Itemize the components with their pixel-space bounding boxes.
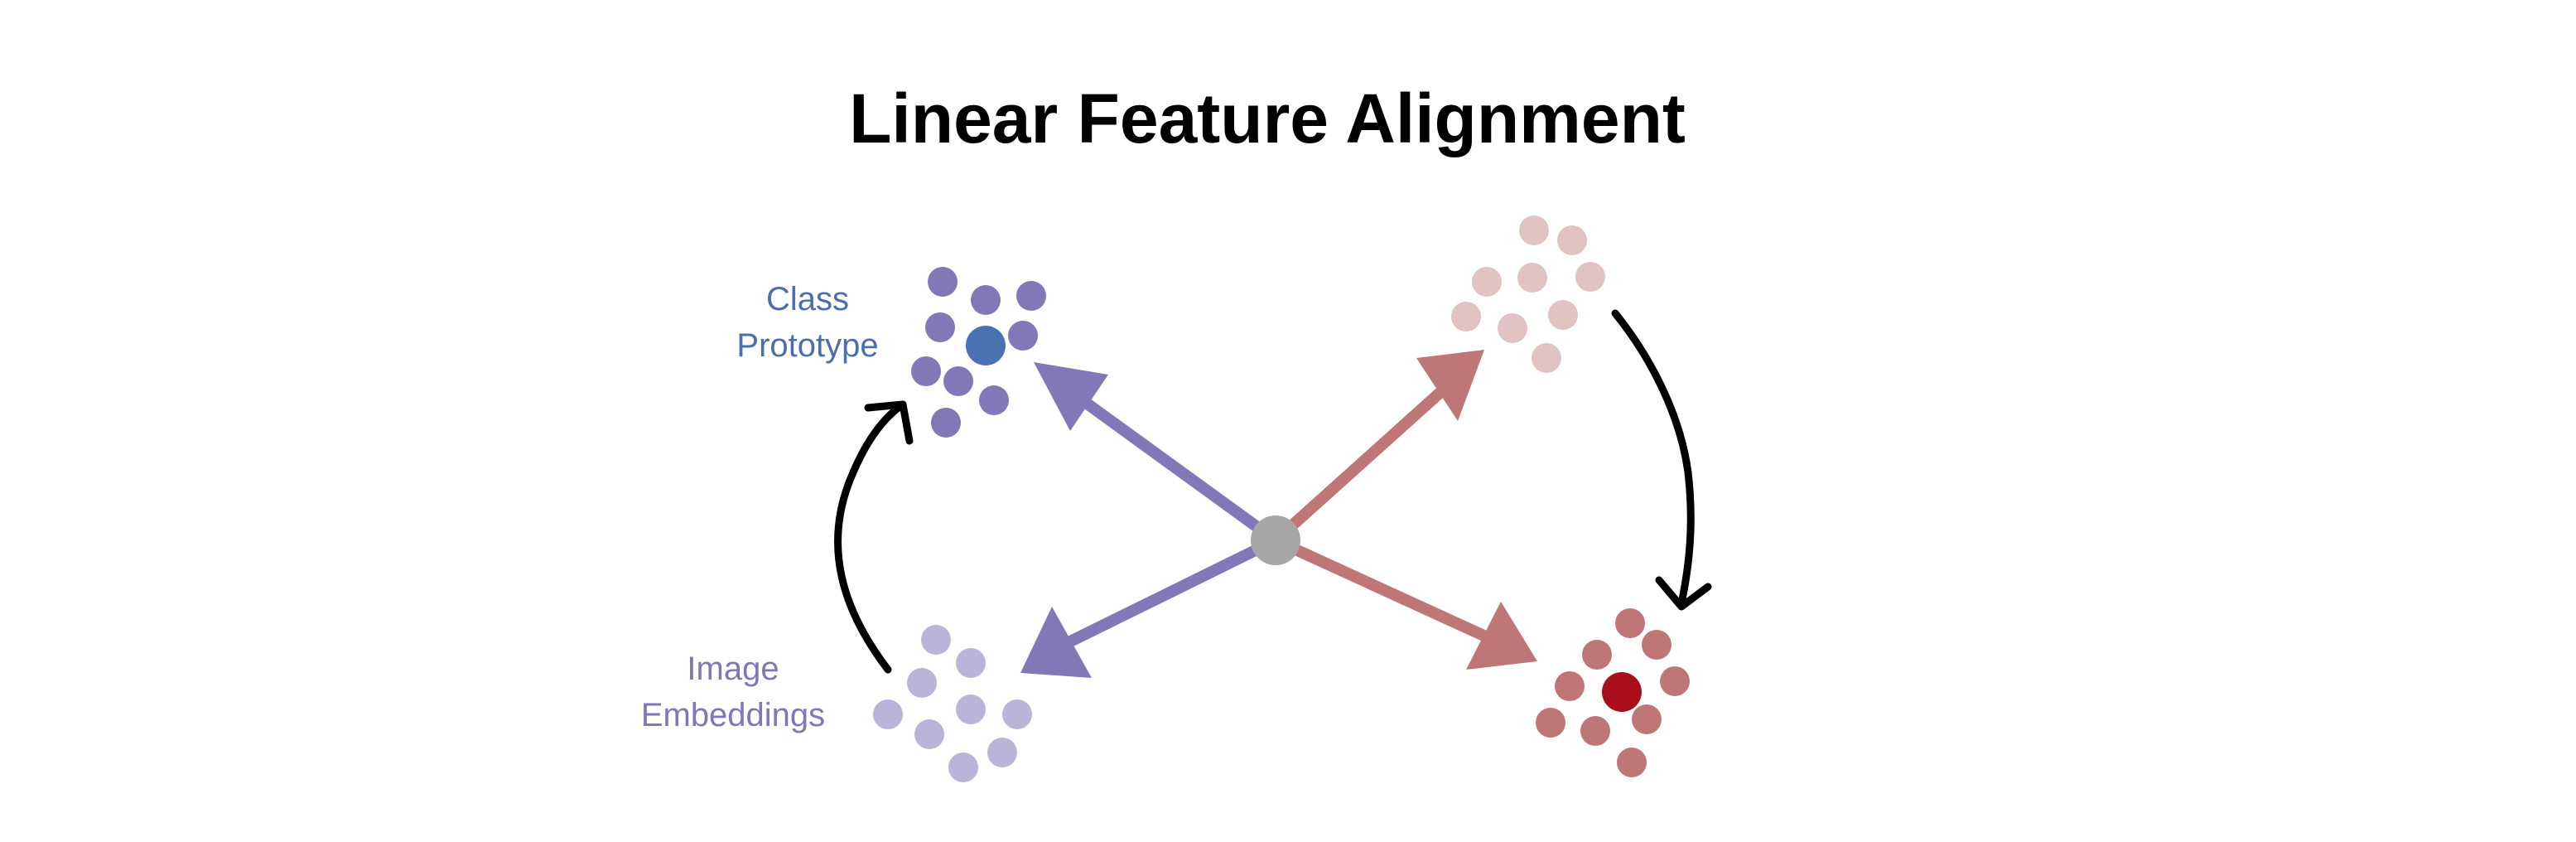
light-red-cluster <box>1451 215 1605 373</box>
embedding-dot <box>987 738 1017 767</box>
embedding-dot <box>1548 300 1578 330</box>
curved-arrows <box>834 309 1712 674</box>
class-prototype-label: Class Prototype <box>736 281 878 364</box>
embedding-dot <box>948 752 978 782</box>
embedding-dot <box>921 625 951 655</box>
embedding-dot <box>943 366 973 396</box>
embedding-dot <box>956 648 986 678</box>
arrow-to-class-prototype-head <box>1034 362 1108 431</box>
embedding-dot <box>928 267 958 297</box>
embedding-dot <box>1008 321 1038 351</box>
curved-arrow-left-head <box>864 400 914 445</box>
arrow-to-class-prototype-line <box>1073 391 1280 545</box>
arrow-to-light-red-cluster-line <box>1271 383 1450 545</box>
image-embeddings-label: Image Embeddings <box>641 651 825 733</box>
embedding-dot <box>907 668 937 698</box>
embedding-dot <box>1575 262 1605 292</box>
embedding-dot <box>979 385 1009 415</box>
embedding-dot <box>931 408 961 438</box>
embedding-dot <box>1532 343 1561 373</box>
embedding-dot <box>1472 267 1502 297</box>
embedding-dot <box>1498 313 1527 343</box>
embedding-dot <box>1517 263 1547 293</box>
embedding-dot <box>1016 281 1046 311</box>
embedding-dot <box>1642 630 1672 660</box>
arrow-to-image-embeddings-line <box>1057 535 1279 652</box>
embedding-dot <box>1555 671 1585 701</box>
dark-red-cluster <box>1536 608 1690 777</box>
embedding-dot <box>1660 666 1690 696</box>
embedding-dot <box>914 719 944 749</box>
embedding-dot <box>1632 704 1662 734</box>
embedding-dot <box>1536 708 1565 738</box>
red-prototype-dot <box>1602 672 1642 712</box>
embedding-dot <box>971 285 1001 315</box>
image-embeddings-label-line-2: Embeddings <box>641 697 825 733</box>
embedding-dot <box>1615 608 1645 638</box>
class-prototype-dot <box>966 326 1006 365</box>
arrow-to-dark-red-cluster-line <box>1273 535 1492 644</box>
embedding-dot <box>1557 225 1587 255</box>
embedding-dot <box>1519 215 1549 245</box>
embedding-dot <box>1617 748 1647 777</box>
class-prototype-cluster <box>911 267 1046 438</box>
curved-arrow-left <box>834 400 907 674</box>
diagram-title: Linear Feature Alignment <box>849 80 1686 157</box>
straight-arrows <box>1020 350 1537 678</box>
curved-arrow-right <box>1611 309 1695 607</box>
center-node <box>1251 515 1300 565</box>
class-prototype-label-line-1: Class <box>766 281 849 317</box>
embedding-dot <box>1582 640 1612 670</box>
embedding-dot <box>925 312 955 342</box>
curved-arrow-right-head <box>1655 576 1712 611</box>
arrow-to-light-red-cluster-head <box>1416 350 1484 421</box>
embedding-dot <box>1451 302 1481 331</box>
embedding-dot <box>911 356 941 386</box>
arrow-to-dark-red-cluster-head <box>1466 602 1537 670</box>
embedding-dot <box>956 694 986 724</box>
class-prototype-label-line-2: Prototype <box>736 327 878 364</box>
embedding-dot <box>1580 716 1610 746</box>
embedding-dot <box>1002 699 1032 729</box>
image-embeddings-cluster <box>873 625 1032 782</box>
arrow-to-image-embeddings-head <box>1020 607 1092 678</box>
embedding-dot <box>873 699 903 729</box>
image-embeddings-label-line-1: Image <box>687 651 779 687</box>
